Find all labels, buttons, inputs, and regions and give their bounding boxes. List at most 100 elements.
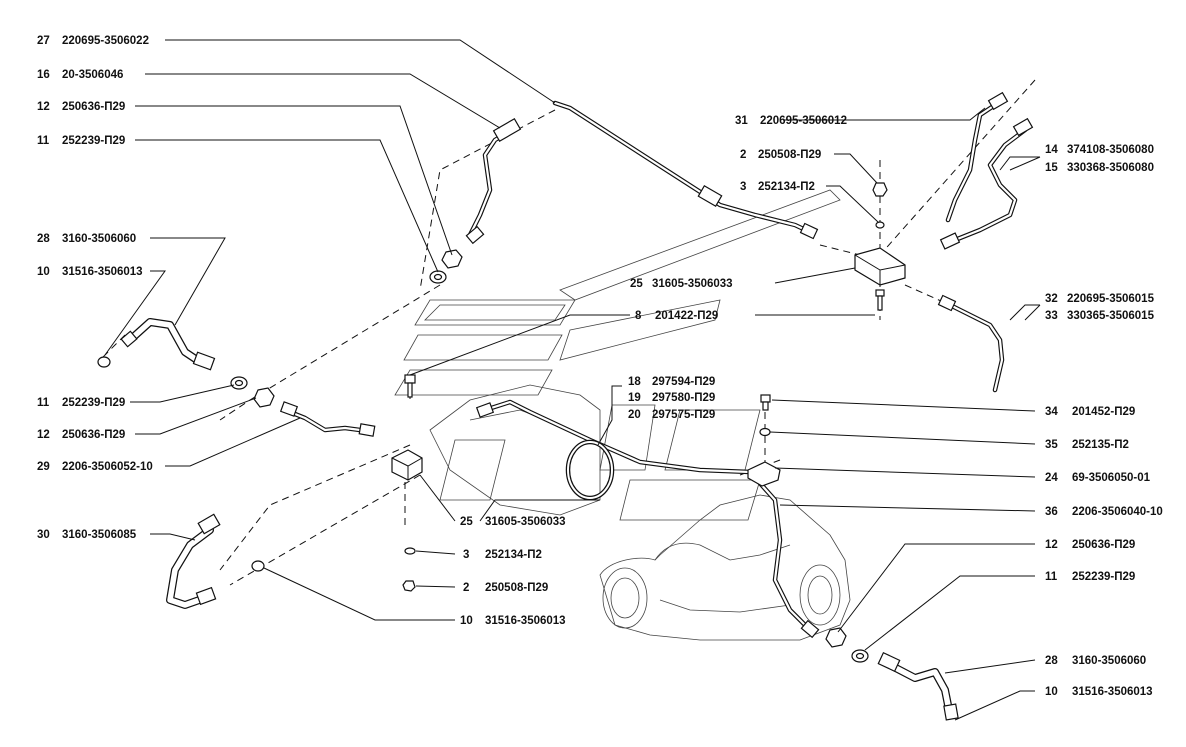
brake-pipe-31 (945, 102, 998, 223)
svg-text:31: 31 (735, 115, 748, 127)
svg-text:12: 12 (1045, 539, 1058, 551)
tee-block-icon (391, 449, 423, 481)
svg-text:20-3506046: 20-3506046 (62, 69, 123, 81)
callout-24: 24 69-3506050-01 (1045, 472, 1151, 484)
assembly-axes (99, 79, 1036, 586)
callout-31: 31 220695-3506012 (735, 115, 847, 127)
svg-text:10: 10 (37, 266, 50, 278)
svg-text:32: 32 (1045, 293, 1058, 305)
svg-text:252134-П2: 252134-П2 (758, 181, 815, 193)
svg-text:250636-П29: 250636-П29 (62, 101, 125, 113)
svg-text:250508-П29: 250508-П29 (485, 582, 548, 594)
callout-3: 3 252134-П2 (463, 549, 542, 561)
svg-text:18: 18 (628, 376, 641, 388)
callout-20: 20 297575-П29 (628, 409, 715, 421)
brake-hose-28-right (877, 651, 954, 719)
svg-text:374108-3506080: 374108-3506080 (1067, 144, 1154, 156)
svg-text:3160-3506060: 3160-3506060 (62, 233, 136, 245)
svg-text:12: 12 (37, 101, 50, 113)
bolt-icon (404, 289, 885, 411)
callout-33: 33 330365-3506015 (1045, 310, 1155, 322)
brake-hose-30 (166, 513, 221, 609)
svg-text:20: 20 (628, 409, 641, 421)
svg-text:2: 2 (740, 149, 746, 161)
callout-3: 3 252134-П2 (740, 181, 815, 193)
svg-text:19: 19 (628, 392, 641, 404)
callout-19: 19 297580-П29 (628, 392, 715, 404)
svg-text:10: 10 (1045, 686, 1058, 698)
svg-text:220695-3506012: 220695-3506012 (760, 115, 847, 127)
svg-text:15: 15 (1045, 162, 1058, 174)
tee-block-icon (854, 247, 906, 286)
svg-text:25: 25 (460, 516, 473, 528)
fittings (120, 91, 1034, 721)
svg-text:3: 3 (740, 181, 746, 193)
svg-text:69-3506050-01: 69-3506050-01 (1072, 472, 1151, 484)
svg-text:330365-3506015: 330365-3506015 (1067, 310, 1155, 322)
callout-28: 28 3160-3506060 (1045, 655, 1146, 667)
svg-text:252239-П29: 252239-П29 (62, 397, 125, 409)
washer-icon (97, 221, 885, 663)
svg-text:297580-П29: 297580-П29 (652, 392, 715, 404)
callout-12: 12 250636-П29 (37, 101, 125, 113)
callout-8: 8 201422-П29 (635, 310, 718, 322)
svg-text:28: 28 (37, 233, 50, 245)
callout-10: 10 31516-3506013 (1045, 686, 1153, 698)
brake-pipe-27 (552, 100, 813, 235)
svg-text:11: 11 (37, 135, 50, 147)
svg-text:250636-П29: 250636-П29 (62, 429, 125, 441)
brake-pipe-14 (952, 127, 1028, 243)
callout-15: 15 330368-3506080 (1045, 162, 1154, 174)
svg-text:10: 10 (460, 615, 473, 627)
hex-nut-icon (253, 182, 888, 648)
brake-hose-28-left (126, 318, 216, 371)
callout-16: 16 20-3506046 (37, 69, 123, 81)
svg-text:30: 30 (37, 529, 50, 541)
callout-30: 30 3160-3506085 (37, 529, 137, 541)
svg-text:31605-3506033: 31605-3506033 (652, 278, 733, 290)
svg-text:33: 33 (1045, 310, 1058, 322)
svg-text:16: 16 (37, 69, 50, 81)
svg-text:34: 34 (1045, 406, 1058, 418)
svg-text:24: 24 (1045, 472, 1058, 484)
callout-11: 11 252239-П29 (1045, 571, 1135, 583)
callout-28: 28 3160-3506060 (37, 233, 136, 245)
svg-text:31516-3506013: 31516-3506013 (485, 615, 566, 627)
watermark-logo (394, 189, 841, 521)
svg-text:252239-П29: 252239-П29 (62, 135, 125, 147)
svg-text:252135-П2: 252135-П2 (1072, 439, 1129, 451)
svg-text:28: 28 (1045, 655, 1058, 667)
svg-text:330368-3506080: 330368-3506080 (1067, 162, 1154, 174)
tee-block-icon (747, 461, 781, 487)
svg-text:252134-П2: 252134-П2 (485, 549, 542, 561)
svg-text:3160-3506060: 3160-3506060 (1072, 655, 1146, 667)
brake-pipe-36 (482, 399, 813, 633)
svg-text:8: 8 (635, 310, 642, 322)
svg-text:11: 11 (1045, 571, 1058, 583)
svg-text:25: 25 (630, 278, 643, 290)
svg-text:201422-П29: 201422-П29 (655, 310, 718, 322)
svg-text:27: 27 (37, 35, 50, 47)
callout-11: 11 252239-П29 (37, 135, 125, 147)
svg-text:252239-П29: 252239-П29 (1072, 571, 1135, 583)
svg-text:29: 29 (37, 461, 50, 473)
svg-text:3160-3506085: 3160-3506085 (62, 529, 137, 541)
svg-text:297575-П29: 297575-П29 (652, 409, 715, 421)
svg-text:31516-3506013: 31516-3506013 (1072, 686, 1153, 698)
brake-pipe-32 (947, 302, 1005, 393)
callout-25: 25 31605-3506033 (630, 278, 733, 290)
svg-text:3: 3 (463, 549, 469, 561)
